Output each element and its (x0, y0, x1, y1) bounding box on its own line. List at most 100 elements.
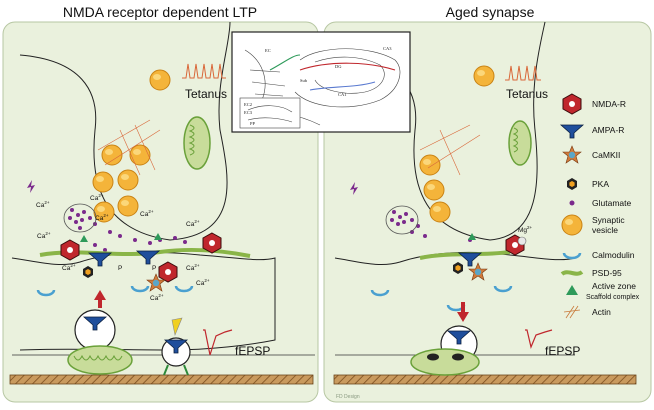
left-panel-title: NMDA receptor dependent LTP (63, 4, 257, 20)
synaptic-vesicle (423, 179, 445, 201)
calcium-channel (385, 205, 419, 235)
inset-label: EC (265, 48, 271, 53)
schaffer-collateral (309, 81, 376, 91)
mitochondrion (508, 120, 532, 166)
vesicle-icon (561, 214, 583, 236)
nmda-receptor (202, 232, 222, 254)
legend-label: Actin (592, 307, 611, 317)
inset-label: CA3 (383, 46, 392, 51)
tetanus-trace: Tetanus (505, 65, 548, 101)
mitochondrion (410, 348, 480, 376)
inset-label: Sub (300, 78, 308, 83)
right-panel-title: Aged synapse (446, 4, 535, 20)
legend-label: Calmodulin (592, 250, 635, 260)
magnesium-block (517, 236, 527, 246)
tetanus-label: Tetanus (506, 87, 548, 101)
legend-label: PSD-95 (592, 268, 622, 278)
calcium-labels: Ca2+ Ca2+ Ca2+ Ca2+ Ca2+ Ca2+ Ca2+ Ca2+ … (36, 193, 210, 302)
svg-text:Ca2+: Ca2+ (62, 263, 76, 272)
active-zone (80, 235, 88, 242)
calmodulin-icon (562, 252, 582, 260)
presynaptic-terminal (339, 21, 546, 241)
glutamate-cluster (68, 208, 187, 252)
legend-label-line2: Scaffold complex (586, 294, 640, 301)
legend-label: Glutamate (592, 198, 631, 208)
calmodulin (130, 285, 150, 293)
synaptic-vesicle (429, 201, 451, 223)
glutamate-cluster (390, 210, 472, 242)
inset-label: DG (335, 64, 342, 69)
legend-label: CaMKII (592, 150, 620, 160)
inset-label: EC3 (244, 110, 253, 115)
fepsp-label: fEPSP (545, 344, 580, 358)
inset-label: EC2 (244, 102, 252, 107)
calmodulin (174, 285, 194, 293)
postsynaptic-membrane (11, 251, 276, 351)
fepsp-label: fEPSP (235, 344, 270, 358)
synaptic-vesicle (419, 154, 441, 176)
actin-filament (333, 374, 637, 385)
actin-strands (419, 124, 481, 176)
svg-text:Ca2+: Ca2+ (140, 209, 154, 218)
inset-label: PP (250, 121, 256, 126)
svg-text:Ca2+: Ca2+ (186, 219, 200, 228)
svg-text:Ca2+: Ca2+ (150, 293, 164, 302)
calmodulin (36, 289, 56, 297)
mitochondrion (67, 345, 133, 375)
ampa-vesicle (74, 309, 116, 351)
synaptic-vesicle (117, 195, 139, 217)
synaptic-vesicle (129, 144, 151, 166)
insertion-arrow (94, 290, 106, 308)
nmda-receptor-icon (562, 93, 582, 115)
legend-label: Active zone (592, 281, 636, 291)
inset-label: CA1 (338, 92, 347, 97)
calmodulin (493, 285, 513, 293)
psd95-icon (560, 270, 584, 276)
legend-label: AMPA-R (592, 125, 624, 135)
lightning-icon (27, 180, 35, 193)
synaptic-vesicle (149, 69, 171, 91)
calmodulin (370, 289, 390, 297)
synaptic-vesicle (101, 144, 123, 166)
tetanus-label: Tetanus (185, 87, 227, 101)
svg-text:Ca2+: Ca2+ (90, 193, 104, 202)
actin-strands (97, 119, 161, 176)
legend-label: NMDA-R (592, 99, 626, 109)
lightning-icon (350, 182, 358, 195)
inset-subpanel (239, 97, 301, 129)
calcium-channel (63, 203, 97, 233)
phosphate-label: P (118, 265, 122, 272)
active-zone (468, 233, 476, 240)
active-zone-icon (566, 285, 578, 295)
trisynaptic-path (299, 62, 396, 71)
internalization-arrow (457, 302, 469, 322)
phosphate-label: P (152, 265, 156, 272)
legend-label: PKA (592, 179, 609, 189)
glutamate-icon (569, 200, 575, 206)
svg-text:Ca2+: Ca2+ (37, 231, 51, 240)
perforant-path (269, 54, 301, 71)
nmda-receptor (158, 261, 178, 283)
synaptic-vesicle (473, 65, 495, 87)
actin-icon (563, 305, 581, 319)
fepsp-trace: fEPSP (525, 329, 580, 358)
legend-label-line2: vesicle (592, 225, 618, 235)
svg-text:Ca2+: Ca2+ (186, 263, 200, 272)
magnesium-label: Mg2+ (518, 225, 533, 234)
hippocampus-inset: EC DG CA3 CA1 Sub EC2 EC3 PP (231, 31, 411, 133)
tetanus-trace: Tetanus (182, 63, 227, 101)
svg-text:Ca2+: Ca2+ (36, 200, 50, 209)
fepsp-trace: fEPSP (203, 329, 270, 358)
legend: NMDA-R AMPA-R CaMKII PKA GlutamateSynapticve… (560, 93, 640, 319)
synaptic-vesicle (117, 169, 139, 191)
credit: FD Design (336, 394, 360, 400)
legend-label: Synaptic (592, 215, 625, 225)
anchored-vesicle (161, 317, 191, 376)
active-zone (154, 233, 162, 240)
presynaptic-terminal (19, 21, 231, 241)
svg-text:Ca2+: Ca2+ (196, 278, 210, 287)
synaptic-vesicle (92, 171, 114, 193)
actin-filament (9, 374, 314, 385)
svg-text:Ca2+: Ca2+ (95, 213, 109, 222)
